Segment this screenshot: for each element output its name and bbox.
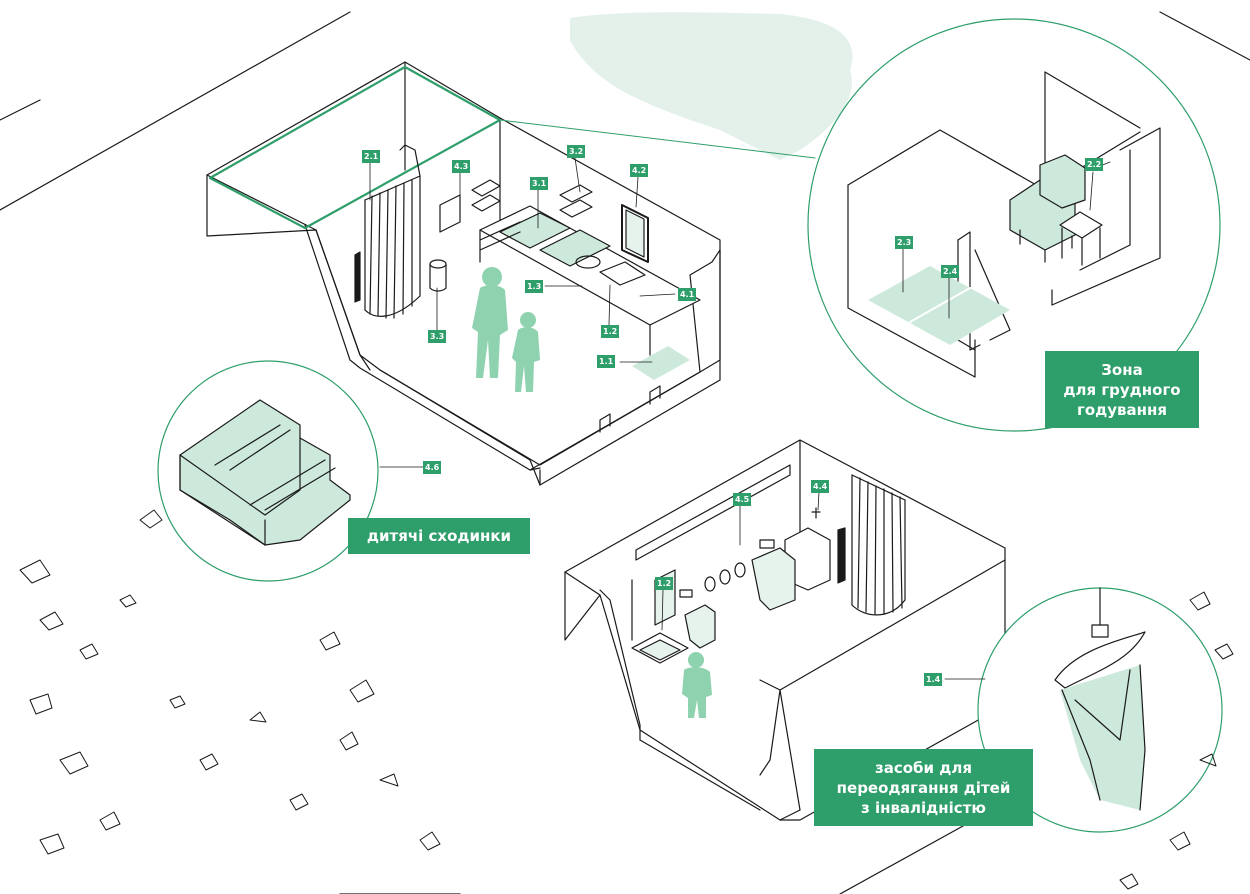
site-lines <box>0 11 1250 211</box>
tag-4-4: 4.4 <box>811 480 830 493</box>
feeding-zone-caption-line-3: годування <box>1076 400 1167 419</box>
foliage <box>19 509 1234 890</box>
tag-1-2-room-b: 1.2 <box>655 577 674 590</box>
tag-1-2-room-a: 1.2 <box>601 325 620 338</box>
tag-1-4: 1.4 <box>924 673 943 686</box>
child-figure-room-b <box>682 652 712 718</box>
disabled-changing-caption-line-2: переодягання дітей <box>836 778 1011 797</box>
tag-4-6: 4.6 <box>423 461 442 474</box>
tag-3-3: 3.3 <box>428 330 447 343</box>
tree-canopy <box>570 12 853 160</box>
tag-4-1: 4.1 <box>678 288 697 301</box>
tag-2-2: 2.2 <box>1085 158 1104 171</box>
feeding-zone-caption-line-1: Зона <box>1101 360 1143 379</box>
disabled-changing-detail <box>977 587 1223 833</box>
feeding-zone-caption-line-2: для грудного <box>1063 380 1181 399</box>
disabled-changing-caption: засоби для переодягання дітей з інвалідн… <box>814 749 1033 826</box>
tag-4-2: 4.2 <box>630 164 649 177</box>
adult-figure <box>472 267 508 378</box>
tag-4-3: 4.3 <box>452 160 471 173</box>
tag-2-3: 2.3 <box>895 236 914 249</box>
child-steps-caption: дитячі сходинки <box>348 518 530 554</box>
tag-1-1: 1.1 <box>597 355 616 368</box>
tag-2-4: 2.4 <box>941 265 960 278</box>
tag-2-1: 2.1 <box>362 150 381 163</box>
child-figure <box>512 312 540 392</box>
tag-4-5: 4.5 <box>733 493 752 506</box>
disabled-changing-caption-line-3: з інвалідністю <box>861 798 986 817</box>
disabled-changing-caption-line-1: засоби для <box>875 758 972 777</box>
tag-3-2: 3.2 <box>567 145 586 158</box>
child-steps-detail <box>157 360 379 582</box>
feeding-zone-caption: Зона для грудного годування <box>1045 351 1199 428</box>
tag-3-1: 3.1 <box>530 177 549 190</box>
tag-1-3: 1.3 <box>525 280 544 293</box>
room-b <box>564 439 1006 821</box>
tag-leaders <box>369 157 1111 680</box>
